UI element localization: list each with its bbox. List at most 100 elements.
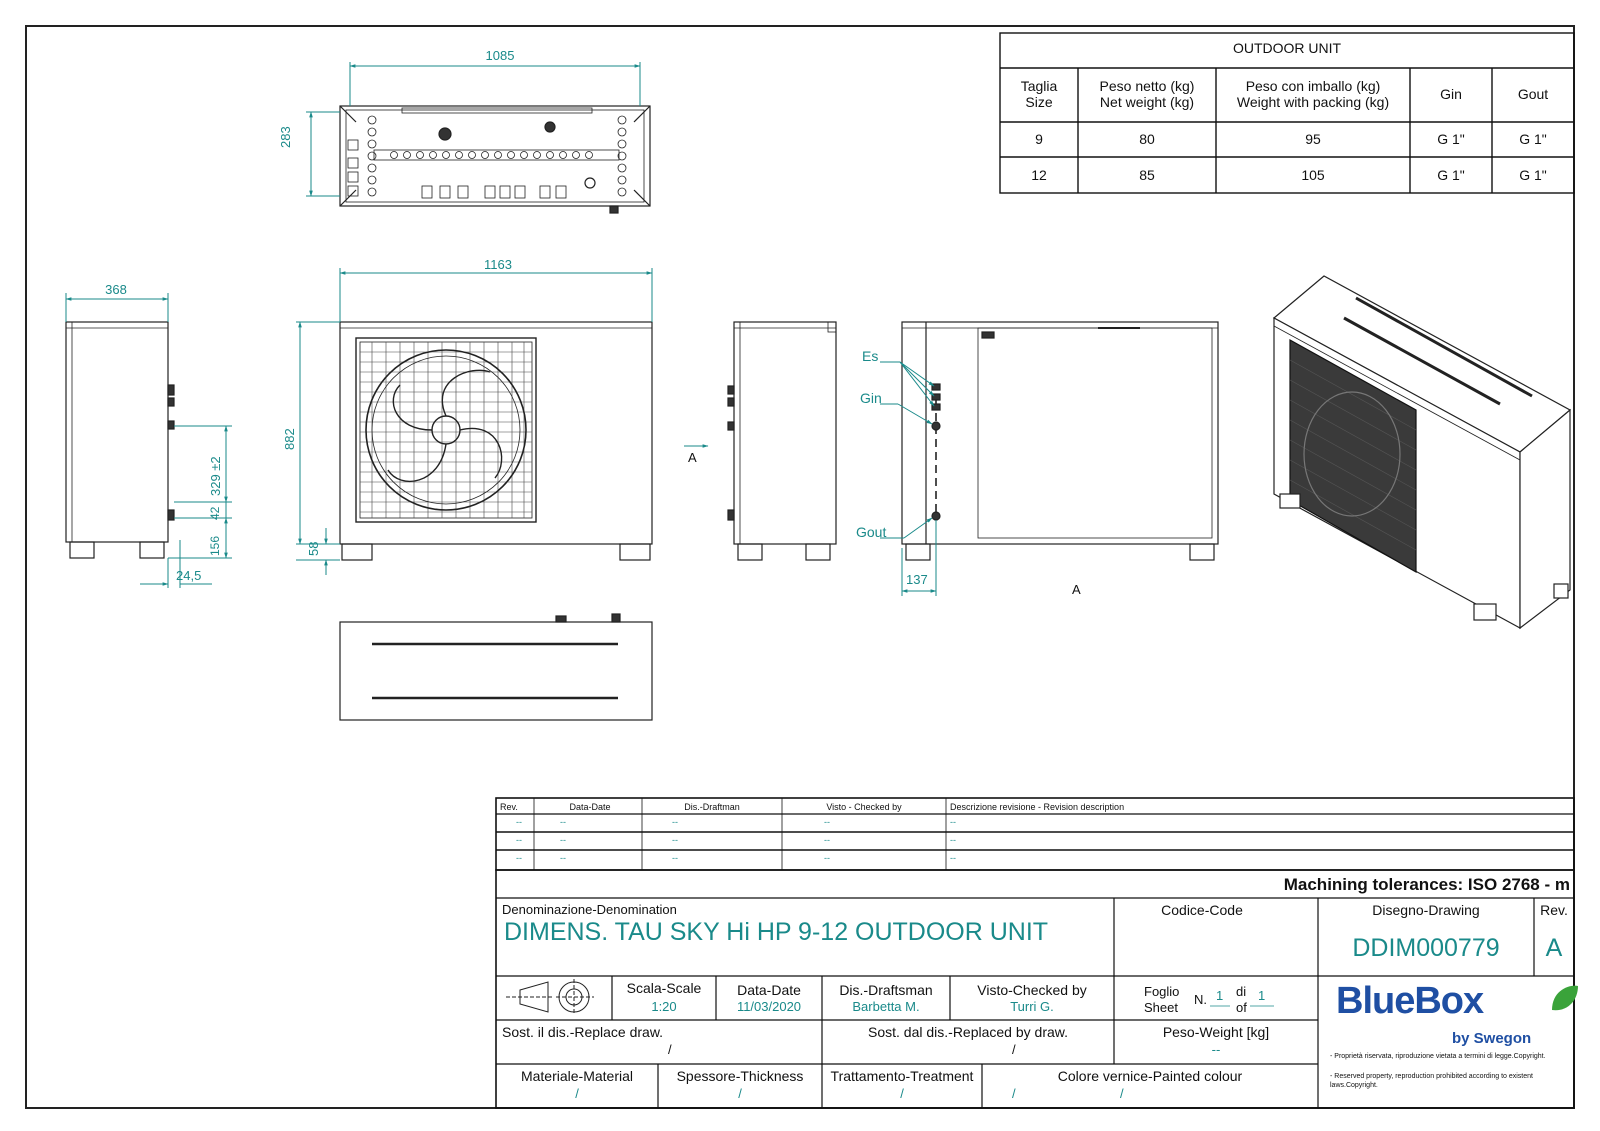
rev-cell: -- xyxy=(824,817,830,827)
colour-value-2: / xyxy=(1120,1086,1124,1101)
header-packed-weight: Peso con imballo (kg) Weight with packin… xyxy=(1216,78,1410,110)
logo-sub: by Swegon xyxy=(1452,1030,1532,1047)
sheet-label-it: Foglio xyxy=(1144,984,1180,999)
dim-front-width: 1163 xyxy=(484,257,512,272)
drawing-label: Disegno-Drawing xyxy=(1372,902,1480,918)
dim-side-depth: 368 xyxy=(105,282,127,297)
dim-top-depth: 283 xyxy=(278,126,293,148)
dim-foot-height: 58 xyxy=(306,541,321,556)
logo-brand: BlueBox xyxy=(1336,980,1484,1022)
scale-label: Scala-Scale xyxy=(626,980,702,996)
side-view-left xyxy=(65,321,175,559)
rev-cell: -- xyxy=(950,853,956,863)
header-gin: Gin xyxy=(1440,86,1462,102)
table-cell: 9 xyxy=(1035,131,1043,147)
dim-conn-gap: 42 xyxy=(208,506,222,520)
header-size-it: Taglia xyxy=(1020,78,1058,94)
rev-cell: -- xyxy=(824,835,830,845)
colour-label: Colore vernice-Painted colour xyxy=(1057,1068,1243,1084)
rev-header: Descrizione revisione - Revision descrip… xyxy=(950,802,1125,812)
rev-header: Visto - Checked by xyxy=(826,802,902,812)
header-net-weight-en: Net weight (kg) xyxy=(1099,94,1195,110)
front-view xyxy=(339,321,653,561)
weight-label: Peso-Weight [kg] xyxy=(1162,1024,1270,1040)
bottom-view xyxy=(339,613,653,721)
sheet-n-label: N. xyxy=(1194,992,1207,1007)
weight-value: -- xyxy=(1211,1042,1221,1057)
table-cell: 80 xyxy=(1139,131,1155,147)
label-es: Es xyxy=(862,348,879,364)
treatment-label: Trattamento-Treatment xyxy=(830,1068,974,1084)
rev-cell: -- xyxy=(560,835,566,845)
table-cell: 85 xyxy=(1139,167,1155,183)
rev-label: Rev. xyxy=(1540,902,1568,918)
label-gout: Gout xyxy=(856,524,887,540)
sheet-of-label-en: of xyxy=(1236,1000,1247,1015)
rev-cell: -- xyxy=(824,853,830,863)
material-label: Materiale-Material xyxy=(520,1068,634,1084)
header-packed-weight-it: Peso con imballo (kg) xyxy=(1245,78,1381,94)
rev-value: A xyxy=(1545,934,1563,962)
rev-cell: -- xyxy=(560,817,566,827)
table-cell: 105 xyxy=(1301,167,1325,183)
replaced-by-value: / xyxy=(1012,1042,1016,1057)
table-cell: G 1" xyxy=(1437,167,1465,183)
rev-cell: -- xyxy=(672,817,678,827)
rev-cell: -- xyxy=(560,853,566,863)
code-label: Codice-Code xyxy=(1161,902,1243,918)
dim-rear-offset: 137 xyxy=(906,572,928,587)
title-block-grid xyxy=(495,869,1575,1109)
table-cell: 95 xyxy=(1305,131,1321,147)
denomination-value: DIMENS. TAU SKY Hi HP 9-12 OUTDOOR UNIT xyxy=(504,918,1049,946)
rev-cell: -- xyxy=(672,835,678,845)
header-size: Taglia Size xyxy=(1000,78,1078,110)
rev-cell: -- xyxy=(516,853,522,863)
side-view-right xyxy=(727,321,837,561)
draftsman-value: Barbetta M. xyxy=(852,999,920,1014)
denomination-label: Denominazione-Denomination xyxy=(502,902,677,917)
leaf-icon xyxy=(1552,985,1578,1011)
isometric-view xyxy=(1272,275,1572,630)
rev-header: Data-Date xyxy=(569,802,611,812)
rev-cell: -- xyxy=(950,835,956,845)
view-a-caption: A xyxy=(1072,582,1081,597)
dim-side-offset: 24,5 xyxy=(176,568,202,583)
date-value: 11/03/2020 xyxy=(736,999,802,1014)
rev-cell: -- xyxy=(672,853,678,863)
material-value: / xyxy=(575,1086,579,1101)
date-label: Data-Date xyxy=(737,982,801,998)
table-title: OUTDOOR UNIT xyxy=(1232,40,1342,56)
sheet-n-value: 1 xyxy=(1216,988,1224,1003)
sheet-label-en: Sheet xyxy=(1144,1000,1178,1015)
rev-cell: -- xyxy=(950,817,956,827)
table-cell: G 1" xyxy=(1437,131,1465,147)
checked-label: Visto-Checked by xyxy=(977,982,1087,998)
thickness-value: / xyxy=(738,1086,742,1101)
copyright-it: - Proprietà riservata, riproduzione viet… xyxy=(1330,1053,1546,1060)
outdoor-table-grid xyxy=(999,32,1575,194)
copyright-en: - Reserved property, reproduction prohib… xyxy=(1330,1073,1533,1089)
thickness-label: Spessore-Thickness xyxy=(676,1068,804,1084)
table-cell: G 1" xyxy=(1519,131,1547,147)
dim-top-width: 1085 xyxy=(485,48,515,63)
draftsman-label: Dis.-Draftsman xyxy=(839,982,933,998)
table-cell: 12 xyxy=(1031,167,1047,183)
table-cell: G 1" xyxy=(1519,167,1547,183)
rev-cell: -- xyxy=(516,835,522,845)
replace-value: / xyxy=(668,1042,672,1057)
replaced-by-label: Sost. dal dis.-Replaced by draw. xyxy=(868,1024,1068,1040)
header-gout: Gout xyxy=(1517,86,1549,102)
label-gin: Gin xyxy=(860,390,882,406)
dim-conn-base: 156 xyxy=(208,535,222,556)
treatment-value: / xyxy=(900,1086,904,1101)
header-net-weight-it: Peso netto (kg) xyxy=(1099,78,1195,94)
drawing-number: DDIM000779 xyxy=(1352,934,1500,962)
header-net-weight: Peso netto (kg) Net weight (kg) xyxy=(1078,78,1216,110)
sheet-of-value: 1 xyxy=(1258,988,1266,1003)
rev-cell: -- xyxy=(516,817,522,827)
checked-value: Turri G. xyxy=(1010,999,1054,1014)
projection-symbol-icon xyxy=(506,979,594,1015)
tolerances: Machining tolerances: ISO 2768 - m xyxy=(1283,875,1570,894)
